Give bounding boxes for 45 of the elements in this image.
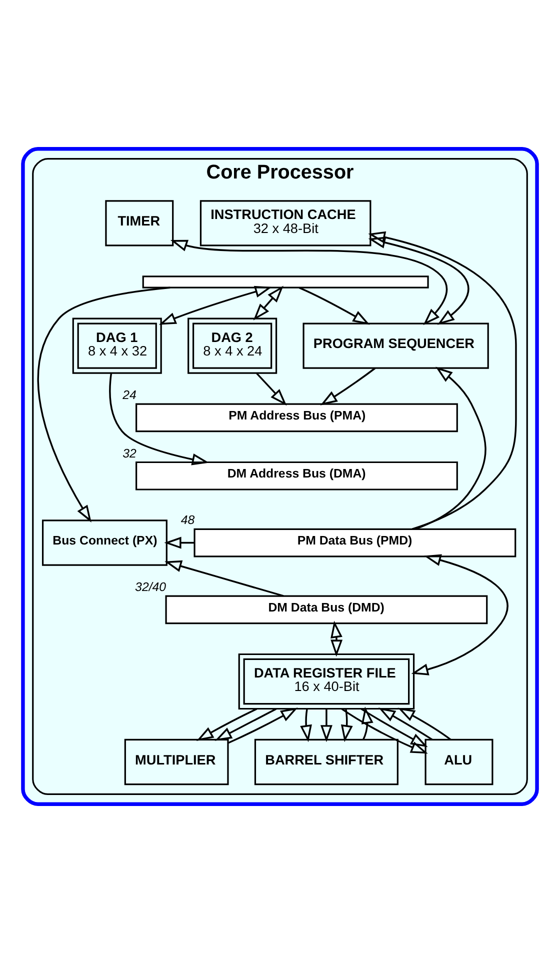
arrow [378, 708, 433, 740]
arrow [164, 560, 284, 597]
node-box: ALU [424, 738, 494, 786]
arrow [214, 708, 277, 741]
arrow [361, 706, 374, 740]
node-box: DAG 1 8 x 4 x 32 [72, 318, 162, 374]
node-label: 48 [180, 513, 195, 528]
arrow [360, 708, 428, 748]
node-box: PM Address Bus (PMA) [136, 403, 458, 432]
arrow [398, 708, 452, 740]
arrow [341, 708, 428, 754]
arrow [368, 231, 517, 530]
node-box: BARREL SHIFTER [254, 738, 398, 786]
arrow [196, 708, 258, 742]
arrow [109, 373, 210, 466]
node-box: DM Data Bus (DMD) [165, 595, 488, 624]
node-label: 24 [122, 388, 136, 402]
node-box: DATA REGISTER FILE 16 x 40-Bit [238, 653, 415, 710]
arrow [256, 372, 287, 406]
arrow [411, 554, 508, 676]
node-bar [142, 276, 429, 288]
node-box: PROGRAM SEQUENCER [302, 322, 489, 369]
arrow [300, 709, 312, 742]
arrow [170, 240, 448, 326]
arrow [298, 286, 370, 325]
arrow [37, 286, 170, 522]
arrow [320, 368, 376, 406]
node-box: PM Data Bus (PMD) [194, 528, 516, 558]
node-box: Bus Connect (PX) [42, 520, 168, 566]
arrow [164, 536, 194, 549]
node-box: TIMER [105, 200, 174, 246]
arrow [340, 709, 353, 742]
arrow [158, 286, 272, 325]
node-box: DM Address Bus (DMA) [136, 461, 458, 490]
node-box: MULTIPLIER [124, 738, 229, 786]
arrow [415, 366, 486, 530]
arrow [253, 286, 284, 320]
node-label: 32/40 [135, 580, 166, 594]
node-label: 32 [122, 446, 136, 460]
node-box: INSTRUCTION CACHE 32 x 48-Bit [200, 200, 372, 246]
node-box: DAG 2 8 x 4 x 24 [188, 318, 278, 374]
arrow [320, 709, 332, 742]
arrow [228, 708, 298, 744]
arrow [368, 236, 470, 325]
arrow [330, 620, 343, 657]
